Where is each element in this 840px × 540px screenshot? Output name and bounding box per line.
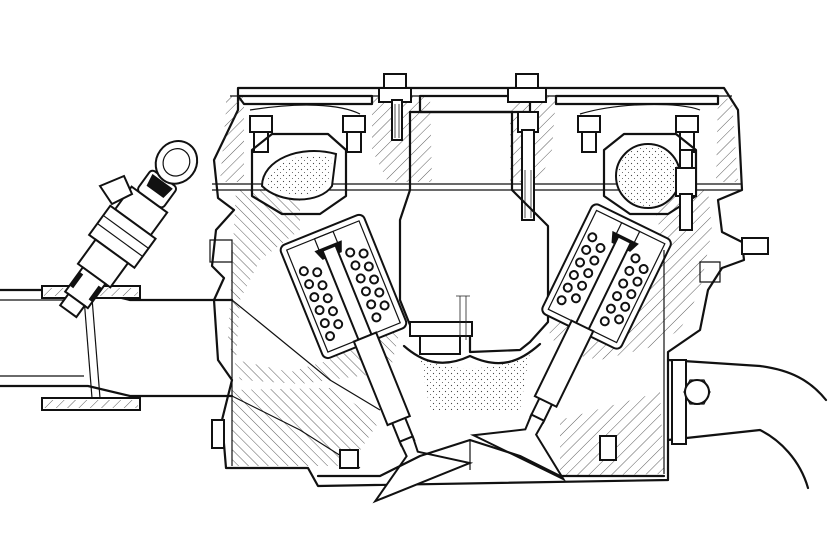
- valve-exhaust: [469, 203, 672, 482]
- exhaust-port: [666, 358, 828, 490]
- valve-spring-exhaust: [556, 232, 649, 327]
- center-well: [398, 110, 550, 410]
- right-stud: [675, 149, 769, 255]
- valve-spring-intake: [298, 247, 390, 342]
- top-bolt-right: [507, 73, 547, 221]
- camshaft-left: [250, 132, 348, 216]
- port-dividers: [209, 239, 721, 474]
- chamber-floor: [316, 438, 666, 478]
- fuel-rail-cap: [98, 174, 134, 206]
- cap-nuts: [249, 115, 699, 153]
- top-bolt-left: [378, 73, 412, 141]
- valve-intake: [279, 213, 474, 504]
- fuel-injector: [58, 140, 199, 319]
